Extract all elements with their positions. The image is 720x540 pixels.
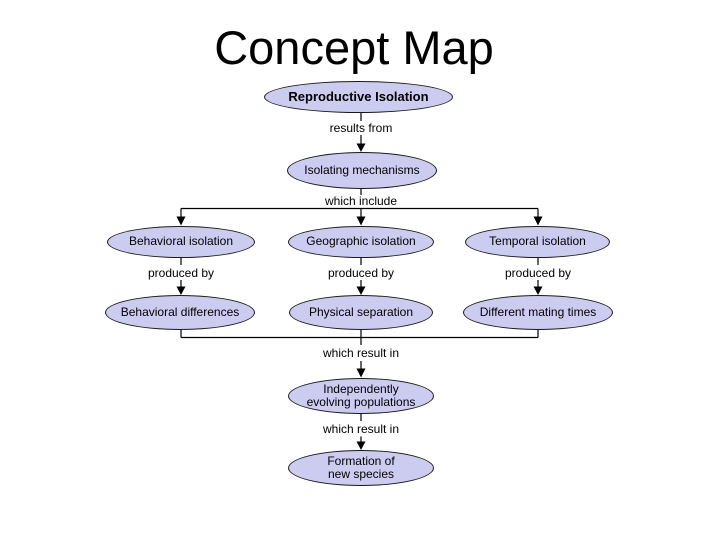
node-text-line: Formation of <box>327 453 395 468</box>
arrowhead <box>356 368 366 378</box>
arrowhead <box>176 216 186 226</box>
edge-label-which-include: which include <box>324 194 398 208</box>
arrowhead <box>356 441 366 450</box>
node-behavioral-isolation: Behavioral isolation <box>107 226 255 258</box>
node-physical-separation: Physical separation <box>289 295 433 330</box>
edge-label-results-from: results from <box>329 121 393 135</box>
node-different-mating-times: Different mating times <box>463 295 613 330</box>
node-text-line: evolving populations <box>306 395 416 409</box>
edge-label-produced-by-center: produced by <box>327 266 395 280</box>
page-title: Concept Map <box>214 21 494 74</box>
node-isolating-mechanisms: Isolating mechanisms <box>287 152 437 189</box>
edge-label-which-result-in-lower: which result in <box>322 422 400 436</box>
node-behavioral-differences: Behavioral differences <box>105 295 255 330</box>
arrowhead <box>356 216 366 226</box>
node-text-line: Independently <box>323 381 399 396</box>
arrowhead <box>533 216 543 226</box>
arrowhead <box>356 143 366 152</box>
node-formation-of-new-species: Formation of new species <box>288 450 434 486</box>
node-geographic-isolation: Geographic isolation <box>288 226 434 258</box>
arrowhead <box>356 286 366 295</box>
edge-label-which-result-in-upper: which result in <box>322 346 400 360</box>
node-text-line: new species <box>327 467 395 481</box>
arrowhead <box>176 286 186 295</box>
edge-label-produced-by-right: produced by <box>504 266 572 280</box>
edge-label-produced-by-left: produced by <box>147 266 215 280</box>
node-reproductive-isolation: Reproductive Isolation <box>264 81 453 113</box>
node-temporal-isolation: Temporal isolation <box>465 226 610 258</box>
arrowhead <box>533 286 543 295</box>
node-independently-evolving-populations: Independently evolving populations <box>288 378 434 414</box>
